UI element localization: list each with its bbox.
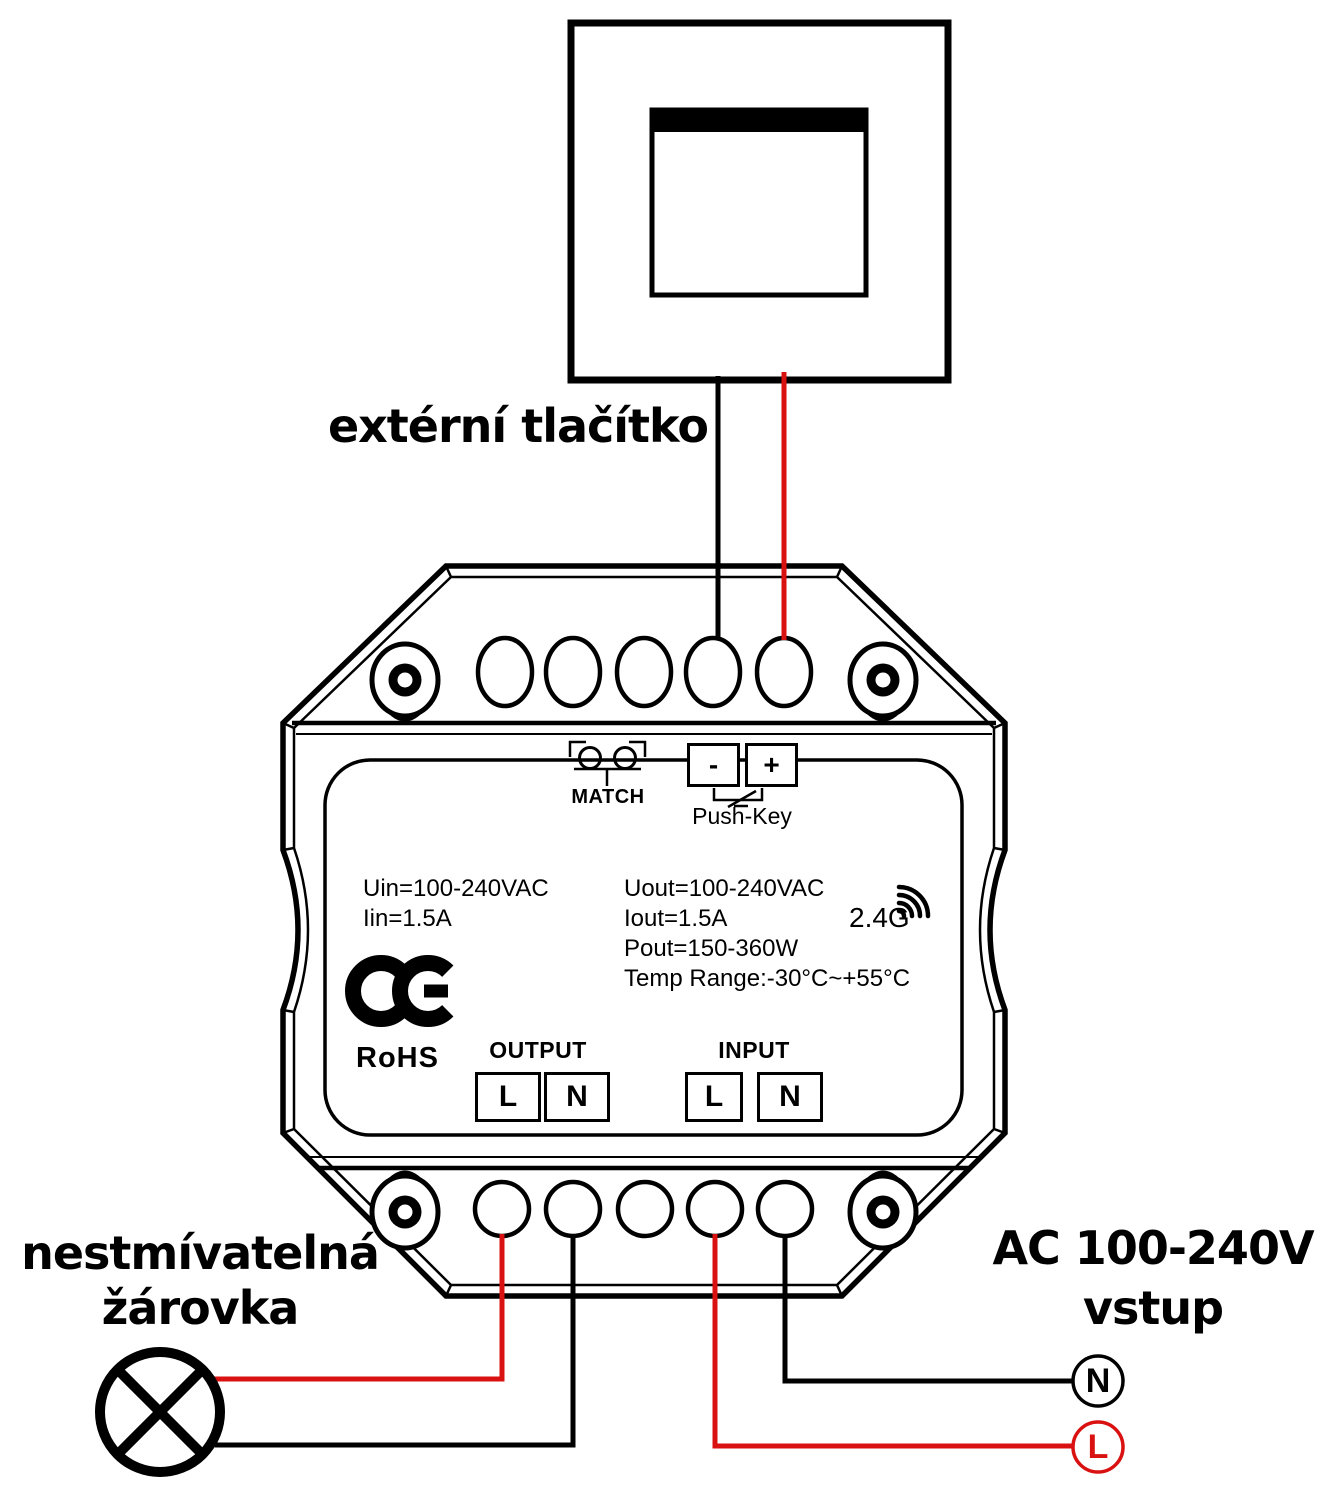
ac-input-label-line1: AC 100-240V bbox=[992, 1221, 1314, 1275]
line-terminal-circle bbox=[1071, 1420, 1125, 1474]
pout-spec: Pout=150-360W bbox=[624, 935, 799, 962]
input-label: INPUT bbox=[718, 1037, 790, 1063]
rocker-top-bar bbox=[652, 110, 866, 132]
ac-input-label: AC 100-240V vstup bbox=[985, 1218, 1321, 1338]
device-label-face bbox=[323, 758, 964, 1137]
input-wire-neutral bbox=[782, 1234, 1074, 1384]
output-wire-live bbox=[213, 1234, 505, 1382]
iout-spec: Iout=1.5A bbox=[624, 905, 728, 932]
bevel-facet-ticks bbox=[282, 565, 1006, 1297]
wifi-signal-icon bbox=[896, 884, 931, 919]
iin-spec: Iin=1.5A bbox=[363, 905, 452, 932]
ac-input-label-line2: vstup bbox=[1082, 1281, 1224, 1335]
ce-mark-icon bbox=[345, 955, 464, 1027]
match-button-icon bbox=[568, 740, 647, 786]
neutral-terminal-circle bbox=[1071, 1354, 1125, 1408]
temp-range-spec: Temp Range:-30°C~+55°C bbox=[624, 965, 911, 992]
output-wires bbox=[213, 1234, 576, 1448]
bottom-terminal-holes bbox=[472, 1179, 815, 1239]
neutral-terminal-letter: N bbox=[1085, 1361, 1111, 1400]
screw-hole-top-left bbox=[369, 641, 441, 722]
input-n-label: N bbox=[779, 1080, 801, 1113]
input-wire-live bbox=[712, 1234, 1074, 1449]
button-wires bbox=[715, 372, 787, 640]
input-l-label: L bbox=[704, 1080, 724, 1113]
minus-label: - bbox=[708, 749, 719, 780]
output-wire-neutral bbox=[215, 1234, 576, 1448]
lamp-label: nestmívatelná žárovka bbox=[10, 1226, 390, 1336]
output-n-label: N bbox=[566, 1080, 588, 1113]
rohs-label: RoHS bbox=[356, 1042, 439, 1074]
rocker-face bbox=[649, 107, 869, 298]
plus-label: + bbox=[763, 749, 780, 780]
output-terminal-n-box: N bbox=[544, 1072, 610, 1122]
lamp-icon bbox=[95, 1347, 225, 1477]
uin-spec: Uin=100-240VAC bbox=[363, 875, 549, 902]
screw-hole-top-right bbox=[847, 641, 919, 722]
external-button-box bbox=[567, 19, 952, 384]
output-l-label: L bbox=[498, 1080, 518, 1113]
push-key-label: Push-Key bbox=[692, 803, 792, 829]
push-key-switch-icon bbox=[712, 788, 764, 809]
match-label: MATCH bbox=[571, 786, 645, 808]
output-specs-text: Uout=100-240VAC Iout=1.5A Pout=150-360W … bbox=[624, 874, 910, 994]
screw-hole-bottom-left bbox=[369, 1170, 441, 1251]
output-terminal-l-box: L bbox=[475, 1072, 541, 1122]
input-terminal-n-box: N bbox=[757, 1072, 823, 1122]
external-button-label: extérní tlačítko bbox=[327, 399, 709, 453]
screw-hole-bottom-right bbox=[847, 1170, 919, 1251]
push-key-minus-button: - bbox=[687, 743, 740, 787]
input-wires bbox=[712, 1234, 1074, 1449]
line-terminal-letter: L bbox=[1087, 1427, 1109, 1466]
lamp-label-line2: žárovka bbox=[101, 1281, 300, 1335]
push-key-plus-button: + bbox=[745, 743, 798, 787]
screw-holes bbox=[369, 641, 919, 1251]
radio-frequency-label: 2.4G bbox=[849, 902, 910, 933]
input-terminal-l-box: L bbox=[685, 1072, 743, 1122]
output-label: OUTPUT bbox=[489, 1037, 587, 1063]
uout-spec: Uout=100-240VAC bbox=[624, 875, 825, 902]
input-specs-text: Uin=100-240VAC Iin=1.5A bbox=[363, 874, 549, 934]
lamp-label-line1: nestmívatelná bbox=[21, 1226, 380, 1280]
dimmer-device-body bbox=[280, 563, 1008, 1299]
